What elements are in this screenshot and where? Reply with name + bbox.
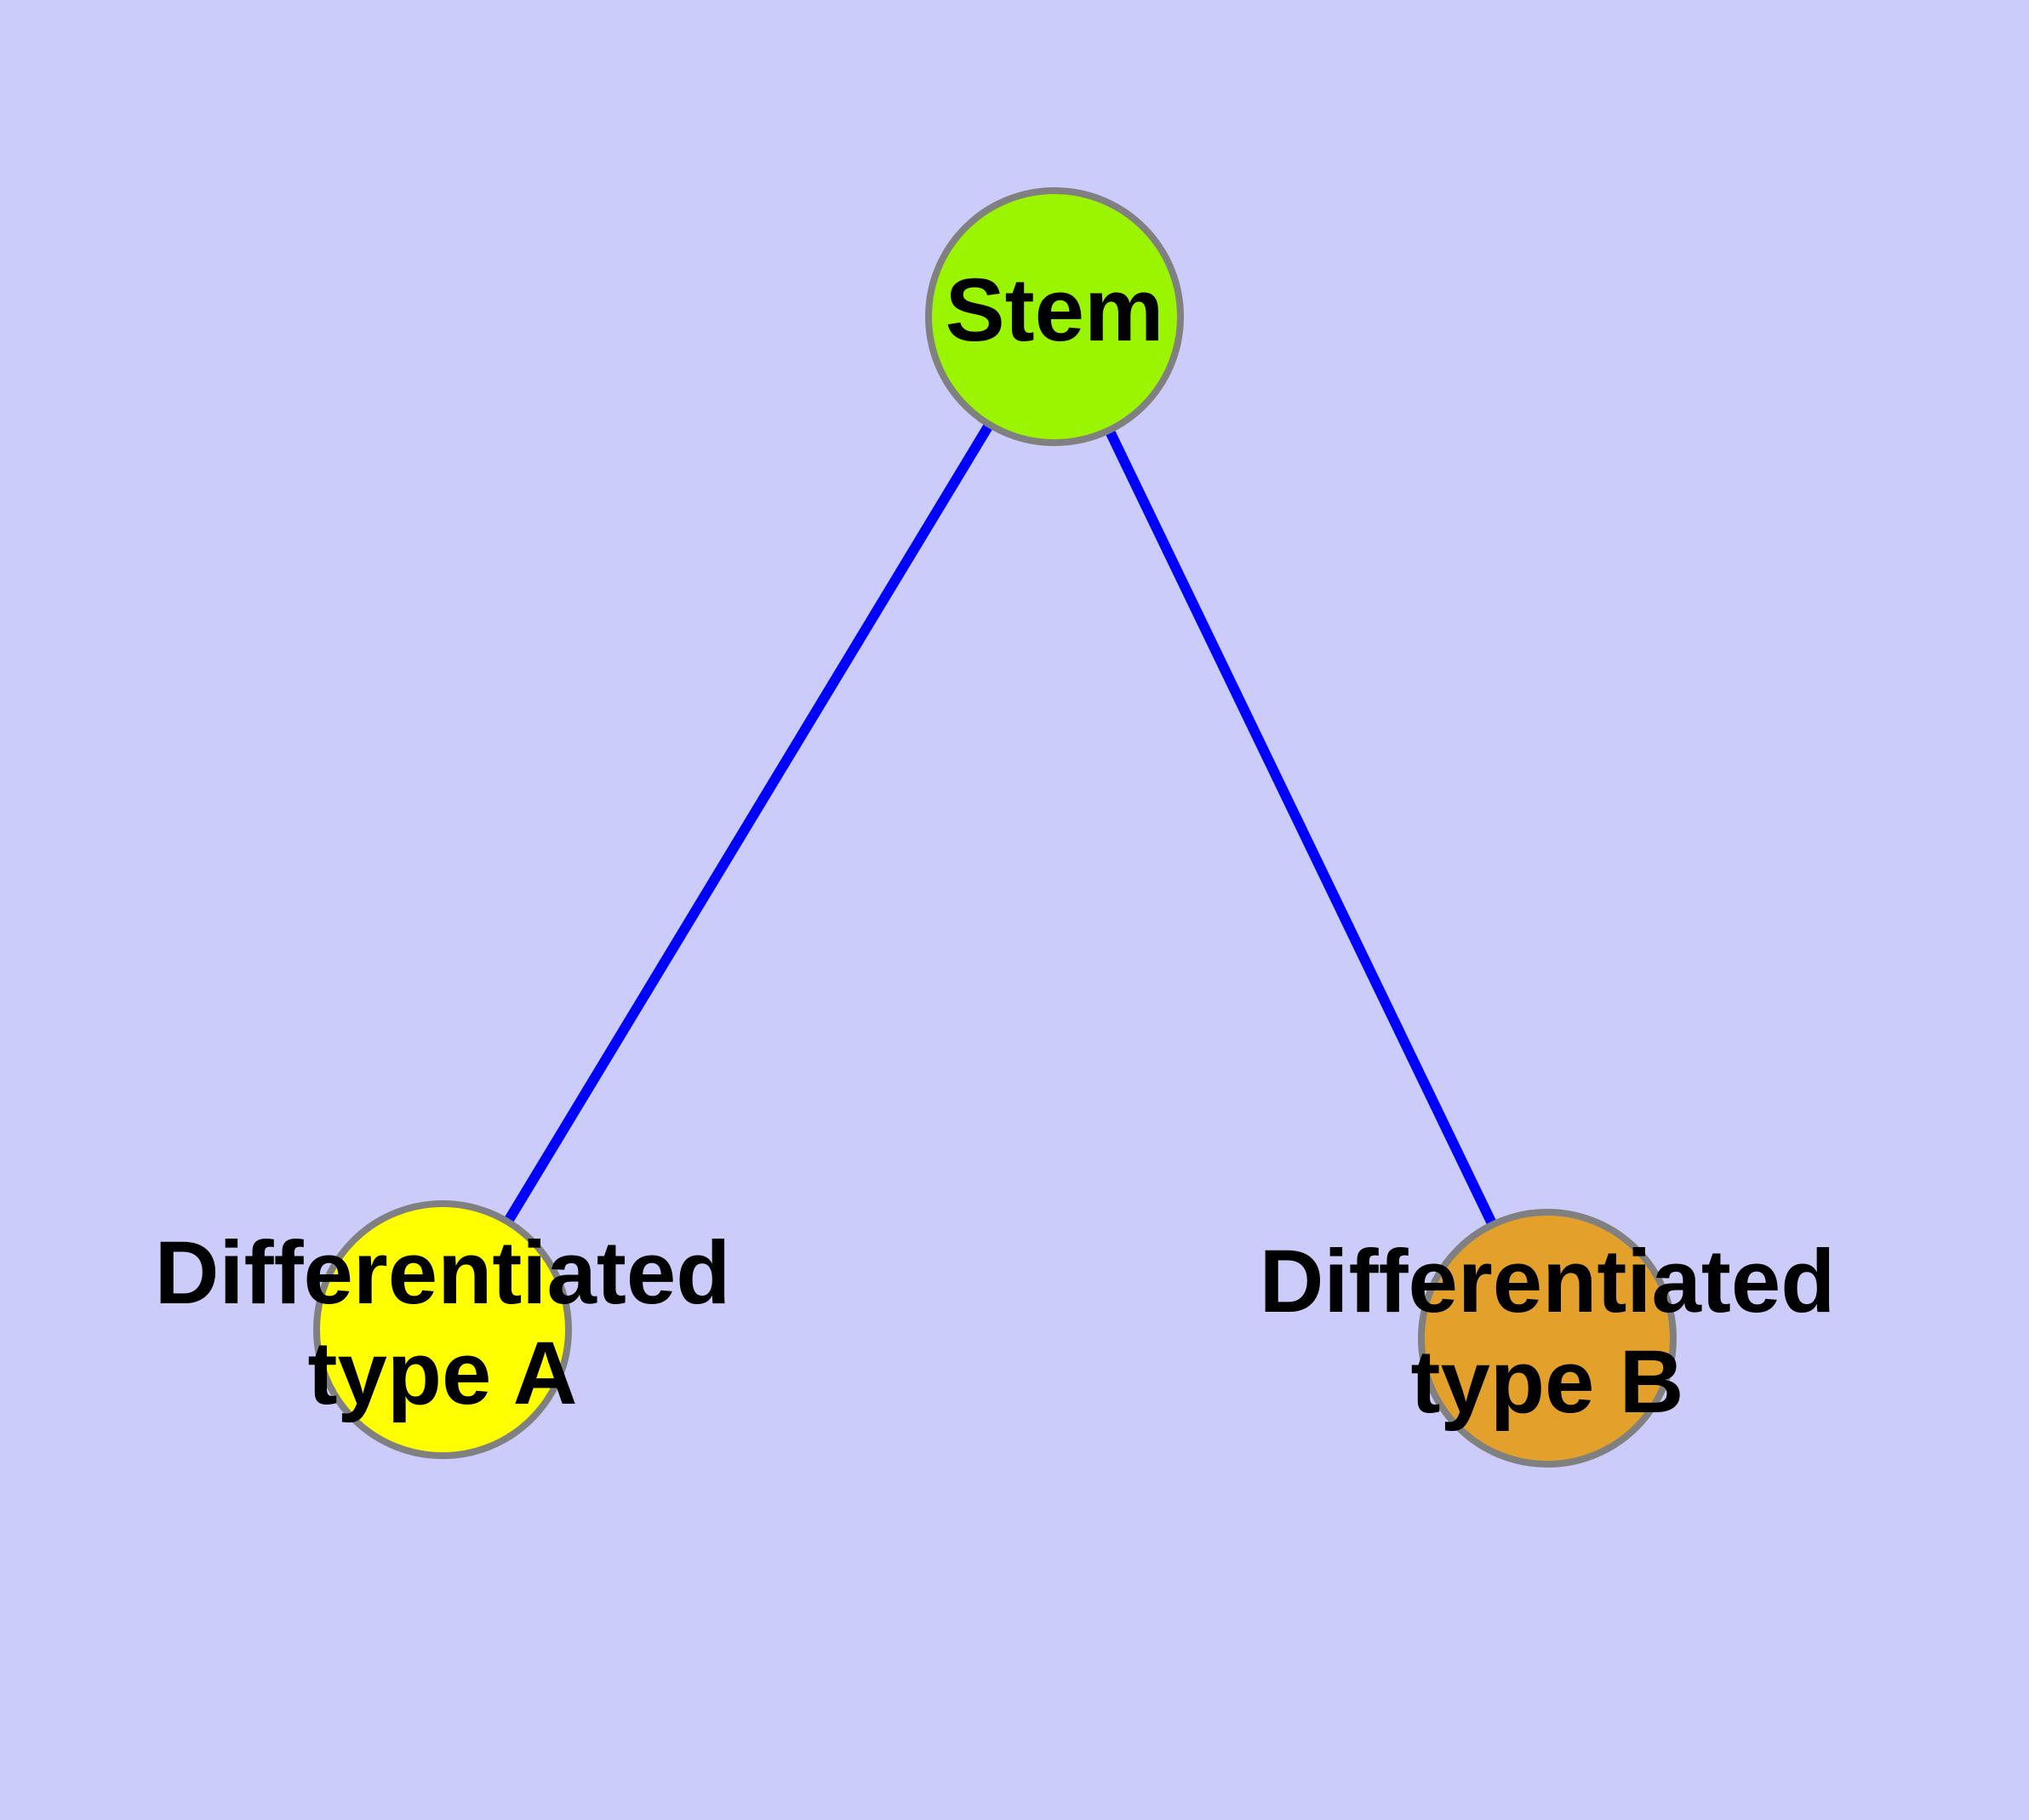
node-label-line: Differentiated (1260, 1232, 1836, 1331)
node-label-line: Differentiated (155, 1223, 731, 1323)
node-differentiated-type-b-circle[interactable] (1418, 1209, 1677, 1468)
node-label-line: Stem (946, 260, 1164, 360)
node-stem-circle[interactable] (925, 187, 1184, 446)
edges-layer (437, 313, 1552, 1341)
node-stem[interactable] (925, 187, 1184, 446)
nodes-layer (313, 187, 1677, 1468)
node-stem-label: Stem (946, 260, 1164, 360)
node-differentiated-type-a-circle[interactable] (313, 1200, 572, 1459)
edge-stem-to-differentiated-type-b (1049, 314, 1552, 1341)
node-differentiated-type-b[interactable] (1418, 1209, 1677, 1468)
node-differentiated-type-a[interactable] (313, 1200, 572, 1459)
node-label-line: type B (1411, 1332, 1684, 1432)
edge-stem-to-differentiated-type-a (437, 313, 1060, 1333)
node-label-line: type A (308, 1324, 578, 1423)
